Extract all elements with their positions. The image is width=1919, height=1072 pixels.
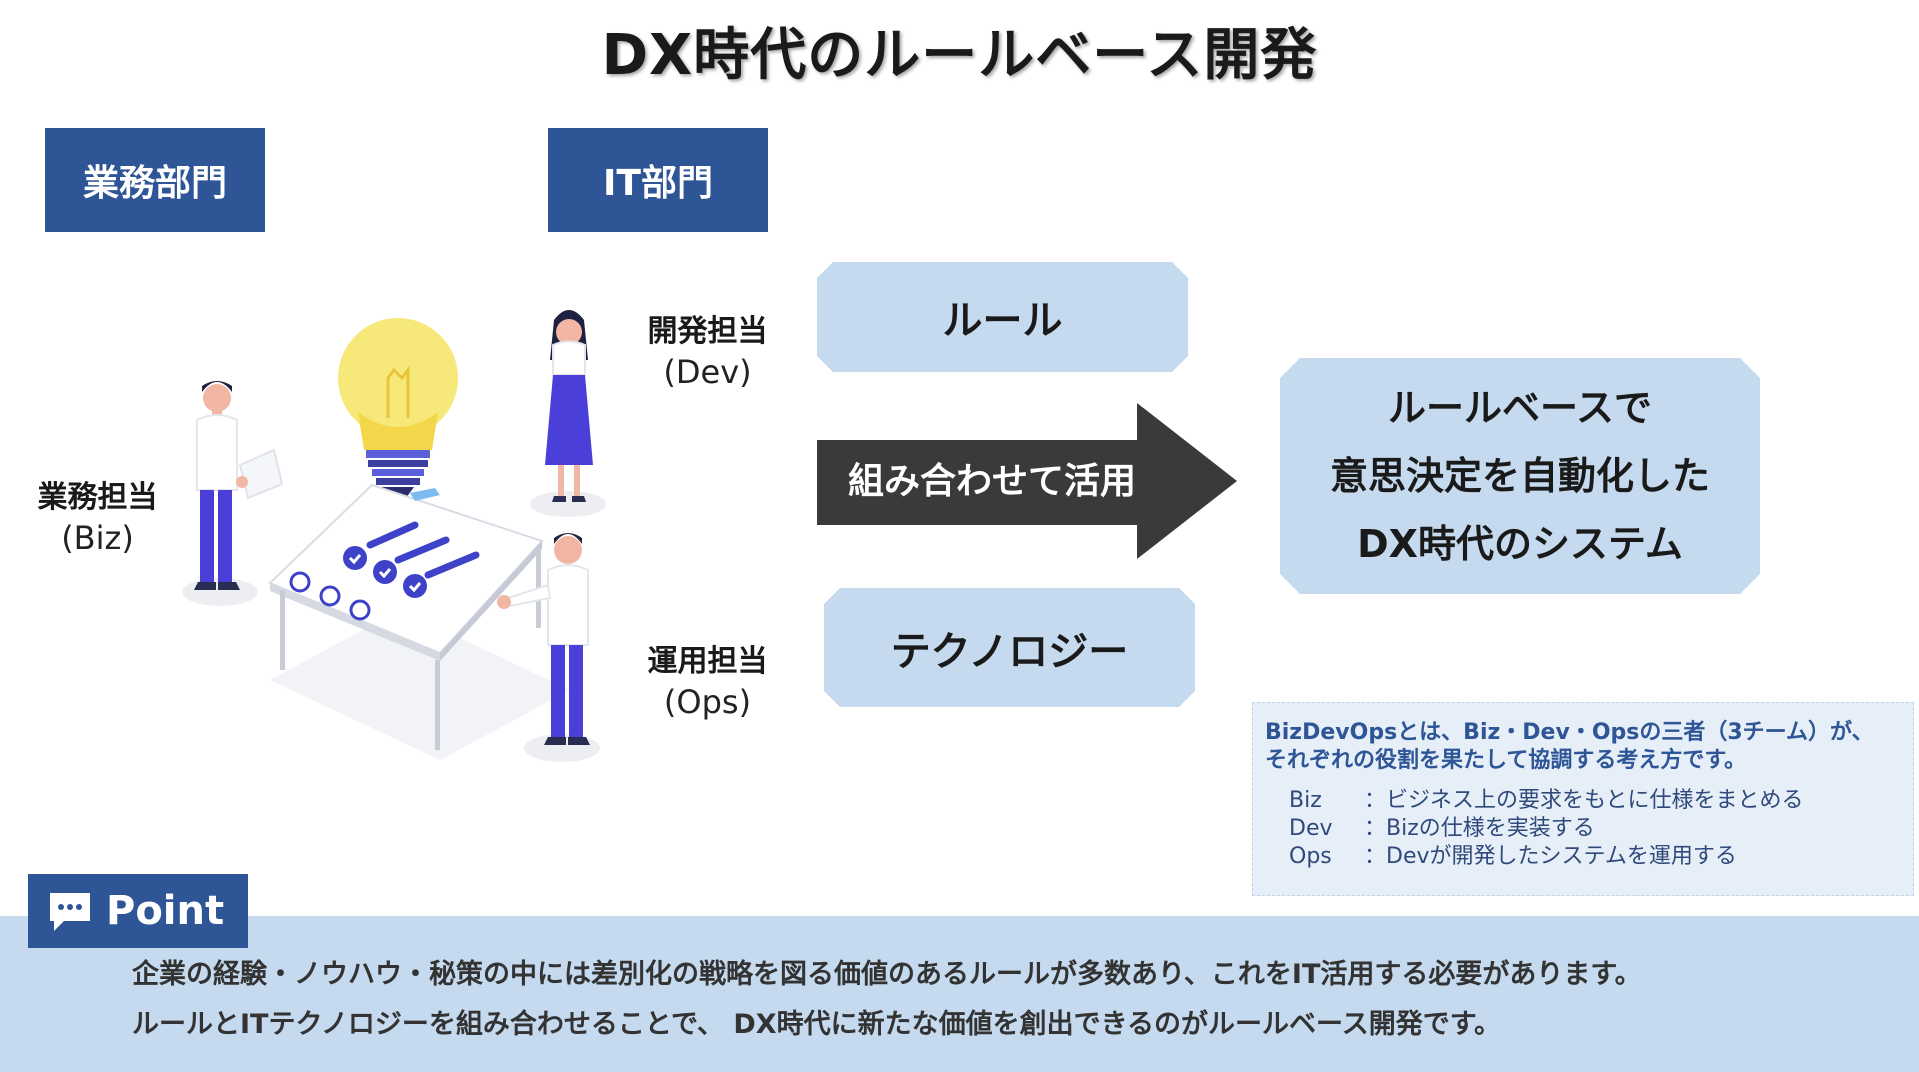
point-band	[0, 916, 1919, 1072]
note-item: Dev ：Bizの仕様を実装する	[1289, 815, 1901, 843]
combine-arrow	[817, 403, 1237, 559]
point-line-1: 企業の経験・ノウハウ・秘策の中には差別化の戦略を図る価値のあるルールが多数あり、…	[132, 959, 1642, 990]
biz-department-label: 業務部門	[45, 128, 265, 232]
speech-bubble-icon	[50, 893, 90, 931]
page-title: DX時代のルールベース開発	[601, 23, 1318, 88]
result-line-2: 意思決定を自動化した	[1329, 454, 1710, 498]
biz-role-title: 業務担当	[37, 480, 158, 515]
note-item: Ops ：Devが開発したシステムを運用する	[1289, 843, 1901, 871]
lightbulb-icon	[338, 318, 458, 498]
note-item-key: Ops	[1289, 844, 1332, 869]
rule-box: ルール	[817, 262, 1188, 372]
ops-role-title: 運用担当	[647, 644, 768, 679]
desk-with-checklist	[268, 483, 544, 750]
biz-person-figure	[194, 381, 284, 590]
dev-role-title: 開発担当	[647, 314, 768, 349]
biz-role-sub: (Biz)	[61, 519, 134, 557]
point-text: 企業の経験・ノウハウ・秘策の中には差別化の戦略を図る価値のあるルールが多数あり、…	[132, 950, 1912, 1050]
technology-box: テクノロジー	[824, 588, 1195, 707]
dev-person-figure	[545, 310, 593, 502]
result-line-3: DX時代のシステム	[1357, 522, 1683, 566]
note-item-key: Biz	[1289, 788, 1322, 813]
note-item-desc: ：Devが開発したシステムを運用する	[1364, 844, 1737, 869]
point-label: Point	[106, 888, 225, 934]
dev-role-sub: (Dev)	[663, 353, 752, 391]
result-line-1: ルールベースで	[1387, 386, 1653, 430]
point-line-2: ルールとITテクノロジーを組み合わせることで、 DX時代に新たな価値を創出できる…	[132, 1009, 1501, 1040]
combine-arrow-label: 組み合わせて活用	[848, 461, 1137, 502]
dev-role-label: 開発担当 (Dev)	[630, 312, 785, 392]
ops-role-label: 運用担当 (Ops)	[630, 642, 785, 722]
biz-role-label: 業務担当 (Biz)	[20, 478, 175, 558]
result-system-box: ルールベースで 意思決定を自動化した DX時代のシステム	[1280, 358, 1760, 594]
bizdevops-note: BizDevOpsとは、Biz・Dev・Opsの三者（3チーム）が、 それぞれの…	[1252, 702, 1914, 896]
note-item-desc: ：Bizの仕様を実装する	[1364, 816, 1595, 841]
ops-person-figure	[497, 533, 590, 745]
floor-shadow	[530, 491, 606, 517]
ops-role-sub: (Ops)	[663, 683, 752, 721]
team-illustration	[182, 310, 606, 762]
it-department-label: IT部門	[548, 128, 768, 232]
table-shadow	[270, 610, 570, 760]
note-item-desc: ：ビジネス上の要求をもとに仕様をまとめる	[1364, 788, 1804, 813]
note-heading-line-2: それぞれの役割を果たして協調する考え方です。	[1265, 748, 1747, 773]
note-item-key: Dev	[1289, 816, 1333, 841]
note-item: Biz ：ビジネス上の要求をもとに仕様をまとめる	[1289, 787, 1901, 815]
note-heading-line-1: BizDevOpsとは、Biz・Dev・Opsの三者（3チーム）が、	[1265, 720, 1874, 745]
point-tab: Point	[28, 874, 248, 948]
